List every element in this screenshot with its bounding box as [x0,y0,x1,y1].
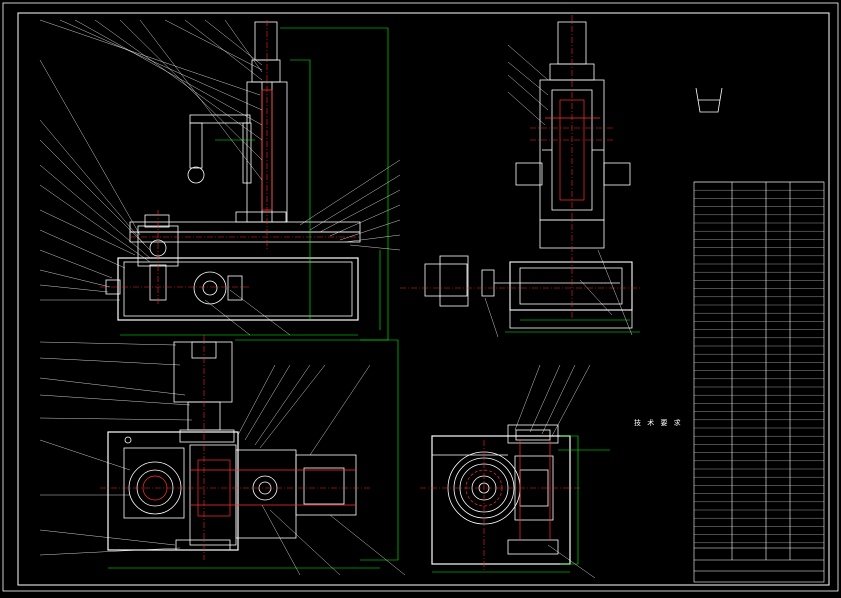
side-centerlines [400,15,640,320]
front-leader-lines [39,19,401,336]
side-dimensions [505,319,640,333]
top-dimensions [108,339,399,569]
front-dimensions [120,27,389,341]
top-view [107,341,357,551]
bottom-dimensions [432,435,610,573]
parts-list-table [693,181,825,583]
side-view [424,21,633,329]
roughness-symbol [695,87,723,113]
top-centerlines [100,335,370,560]
side-leader-lines [484,44,633,338]
front-centerlines [100,20,360,305]
bottom-leader-lines [514,364,596,579]
side-hidden-lines [545,99,600,201]
technical-notes-title: 技 术 要 求 [634,419,683,427]
front-section-view [105,21,361,321]
bottom-centerlines [420,440,580,570]
top-leader-lines [39,341,406,576]
parts-list-rows [694,181,824,543]
inner-border [17,12,830,586]
